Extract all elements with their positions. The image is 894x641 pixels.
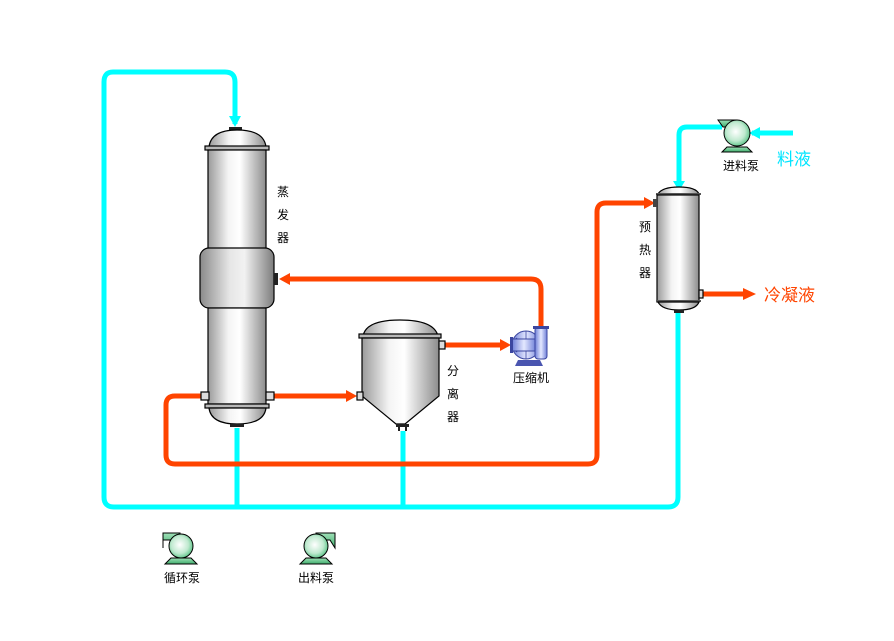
preheater-label-char-3: 器 — [639, 266, 651, 280]
condensate-label: 冷凝液 — [764, 286, 815, 306]
preheater-label-char-2: 热 — [639, 243, 651, 257]
feed-liquid-label: 料液 — [777, 150, 811, 170]
separator-label-char-2: 离 — [447, 386, 459, 401]
arrow-into-separator — [346, 390, 357, 402]
arrow-into-evaporator-jacket — [279, 273, 290, 285]
arrow-into-feed-pump — [749, 127, 760, 139]
separator-label-char-3: 器 — [447, 410, 459, 424]
evaporator-label-char-3: 器 — [277, 231, 289, 245]
circulation-return-pipe — [101, 69, 681, 510]
preheater-label-char-1: 预 — [639, 220, 651, 234]
feed-pump-label: 进料泵 — [723, 159, 759, 173]
arrow-into-evaporator — [229, 116, 241, 127]
feed-pump[interactable] — [717, 119, 754, 153]
circulation-pump-label: 循环泵 — [164, 571, 200, 585]
condensate-to-preheater-pipe — [163, 200, 647, 467]
preheater-label: 预 热 器 — [639, 220, 651, 280]
discharge-pump-label: 出料泵 — [298, 571, 334, 585]
compressor-to-evaporator-pipe — [286, 276, 544, 328]
evaporator-label-char-2: 发 — [277, 207, 289, 222]
separator[interactable] — [356, 319, 446, 431]
feed-pipe — [676, 124, 722, 184]
discharge-pump[interactable] — [298, 532, 336, 565]
arrow-into-compressor — [500, 339, 511, 351]
cold-stream-pipes — [101, 69, 793, 510]
evaporator-label-char-1: 蒸 — [277, 185, 289, 199]
compressor[interactable] — [510, 326, 549, 366]
circulation-pump[interactable] — [162, 532, 199, 565]
separator-label-char-1: 分 — [447, 364, 459, 378]
preheater[interactable] — [653, 186, 704, 313]
hot-stream-pipes — [163, 200, 745, 467]
arrow-into-preheater — [673, 181, 685, 191]
evaporator-label: 蒸 发 器 — [277, 185, 289, 245]
separator-label: 分 离 器 — [447, 364, 459, 424]
arrow-condensate-out — [743, 288, 756, 300]
arrow-into-preheater-shell — [644, 197, 655, 209]
compressor-label: 压缩机 — [513, 370, 549, 385]
evaporator[interactable] — [199, 127, 278, 427]
